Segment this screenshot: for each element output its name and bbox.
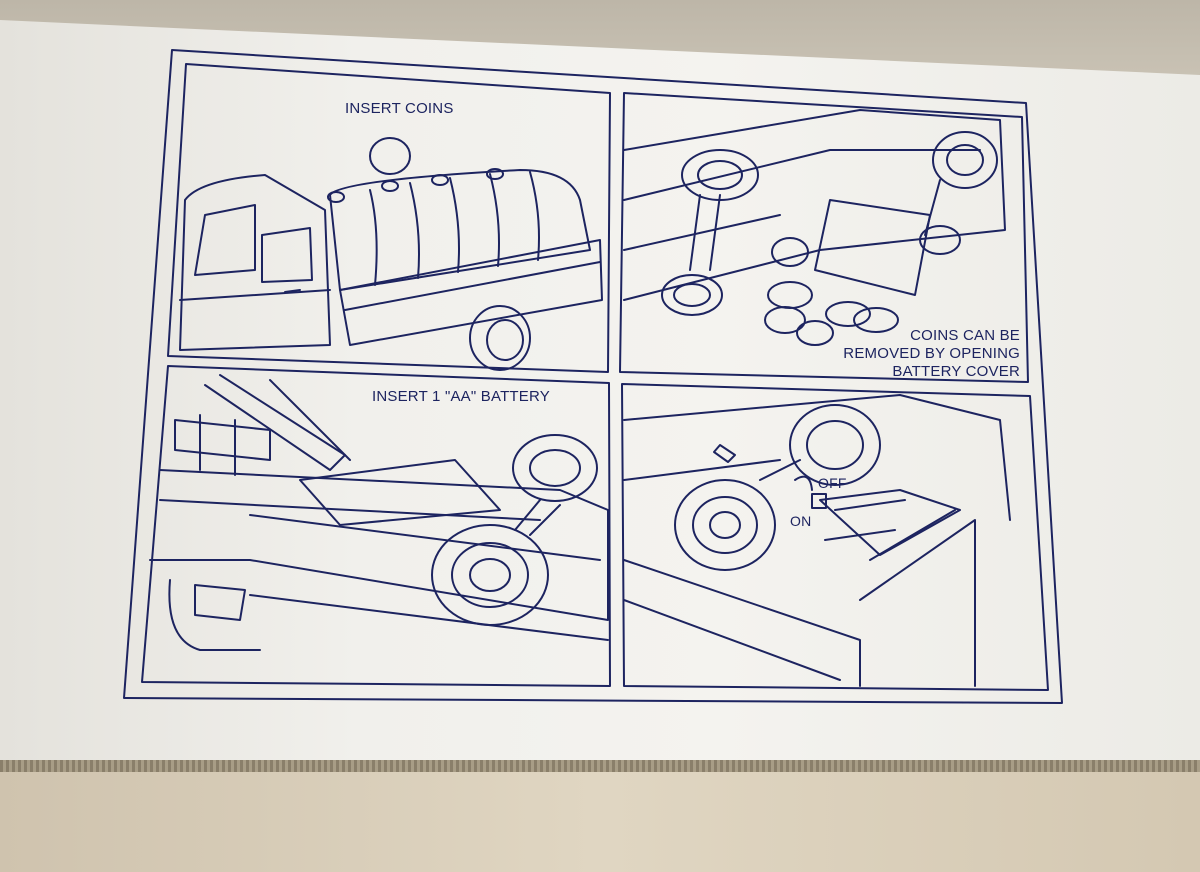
insert-coins-label: INSERT COINS xyxy=(345,100,454,117)
insert-battery-label: INSERT 1 "AA" BATTERY xyxy=(372,388,550,405)
coins-removed-line-1: COINS CAN BE xyxy=(910,327,1020,344)
box-side-panel xyxy=(0,20,1200,765)
switch-off-label: OFF xyxy=(818,475,847,491)
outer-frame xyxy=(123,49,1063,704)
panel-coins-removed xyxy=(619,92,1029,383)
table-surface xyxy=(0,772,1200,872)
panel-insert-coins xyxy=(167,63,611,373)
coins-removed-line-3: BATTERY COVER xyxy=(892,363,1020,380)
panel-insert-battery xyxy=(141,365,611,687)
switch-on-label: ON xyxy=(790,513,812,529)
corrugated-edge xyxy=(0,760,1200,772)
panel-switch xyxy=(621,383,1049,691)
coins-removed-line-2: REMOVED BY OPENING xyxy=(843,345,1020,362)
